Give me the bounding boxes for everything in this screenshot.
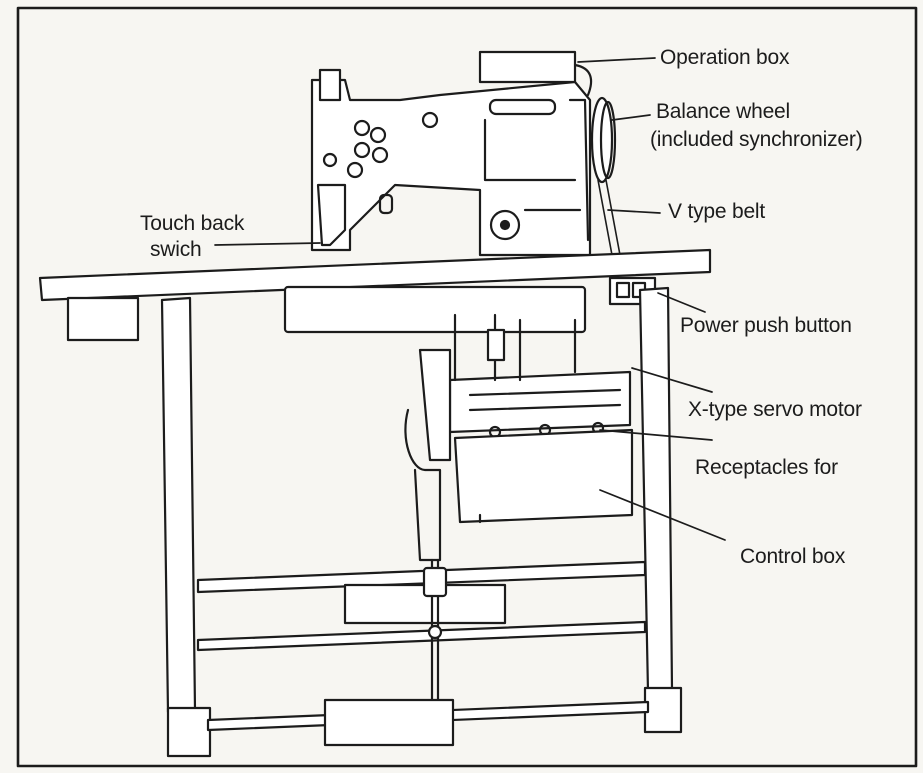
machine-head: [310, 68, 592, 257]
control-box: [453, 428, 634, 524]
motor-bracket: [418, 348, 452, 462]
balance-wheel-sublabel: (included synchronizer): [650, 128, 863, 151]
balance-wheel: [590, 96, 617, 184]
operation-box-cable: [573, 63, 593, 97]
touch-back-switch-sublabel: swich: [150, 238, 202, 261]
left-box: [66, 296, 140, 342]
control-box-label: Control box: [740, 545, 846, 568]
power-push-button-label: Power push button: [680, 314, 852, 337]
operation-box-label: Operation box: [660, 46, 790, 69]
x-type-servo-motor: [448, 370, 632, 439]
upper-crossbar: [196, 560, 647, 594]
figure-border: [16, 6, 918, 768]
table-top: [38, 248, 712, 302]
receptacles-for-label: Receptacles for: [695, 456, 838, 479]
x-type-servo-motor-label: X-type servo motor: [688, 398, 862, 421]
pedal: [323, 698, 455, 747]
left-foot: [166, 706, 212, 758]
v-type-belt: [597, 179, 621, 256]
operation-box: [478, 50, 577, 84]
oil-pan: [283, 285, 587, 334]
balance-wheel-label: Balance wheel: [656, 100, 790, 123]
v-type-belt-label: V type belt: [668, 200, 766, 223]
lower-crossbar: [196, 620, 647, 652]
left-leg: [160, 296, 197, 714]
right-foot: [643, 686, 683, 734]
leader-lines: [214, 57, 726, 541]
touch-back-switch-label: Touch back: [140, 212, 245, 235]
